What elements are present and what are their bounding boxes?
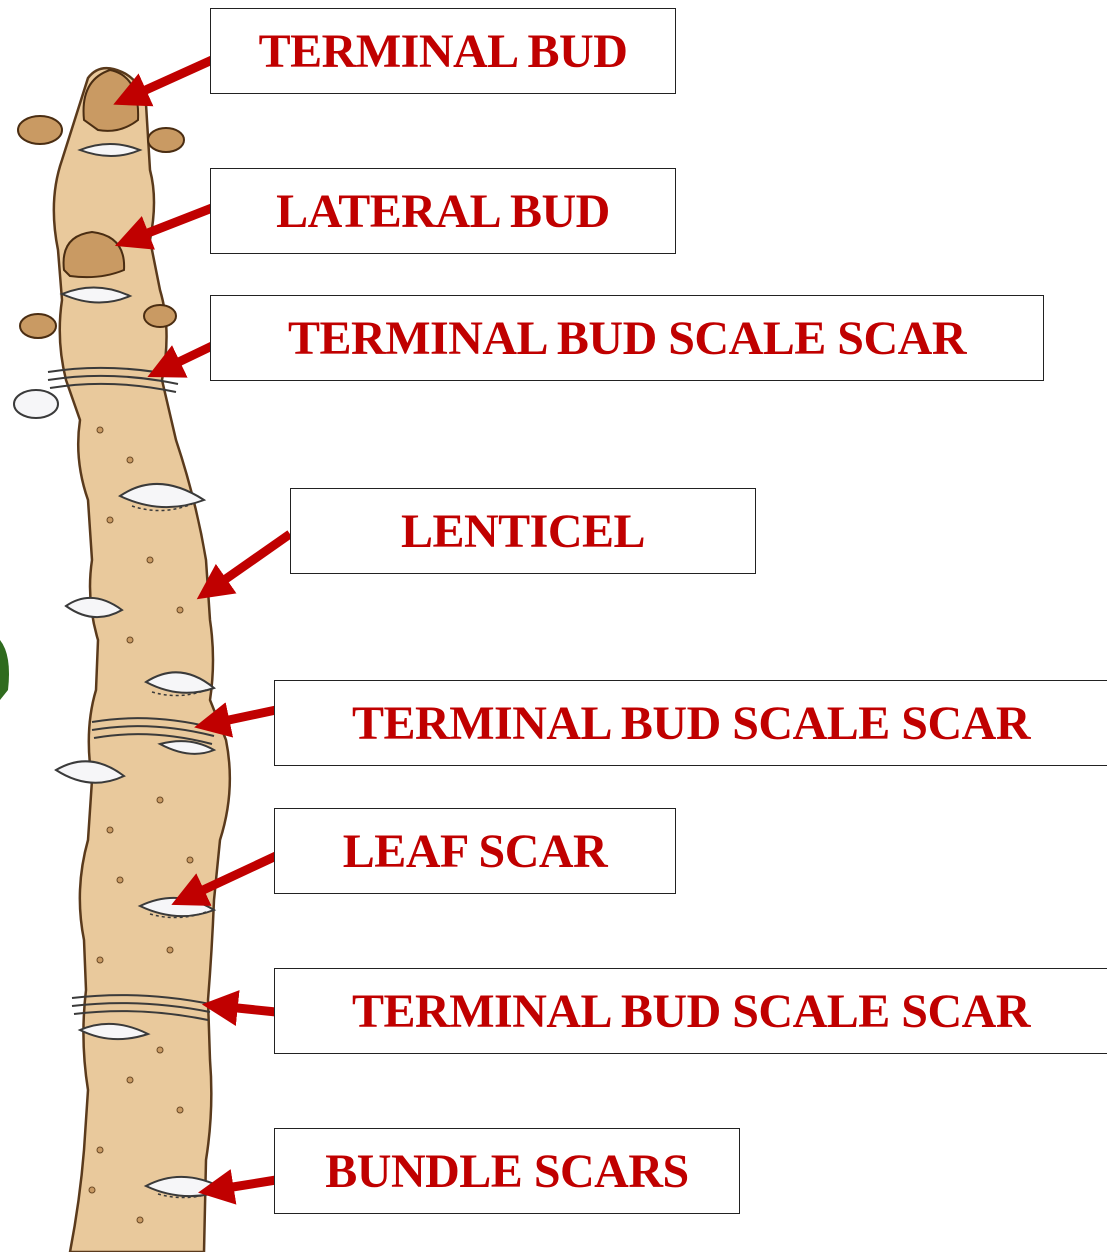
label-terminal-bud-scale-scar-3: TERMINAL BUD SCALE SCAR [274, 968, 1107, 1054]
arrow-terminal-bud-scale-scar-3 [218, 1006, 276, 1012]
label-terminal-bud-scale-scar-1: TERMINAL BUD SCALE SCAR [210, 295, 1044, 381]
arrow-terminal-bud [128, 60, 212, 98]
label-bundle-scars: BUNDLE SCARS [274, 1128, 740, 1214]
label-terminal-bud: TERMINAL BUD [210, 8, 676, 94]
label-lateral-bud: LATERAL BUD [210, 168, 676, 254]
arrow-terminal-bud-scale-scar-2 [210, 710, 276, 724]
label-terminal-bud-scale-scar-2: TERMINAL BUD SCALE SCAR [274, 680, 1107, 766]
label-lenticel: LENTICEL [290, 488, 756, 574]
arrow-lateral-bud [130, 208, 212, 240]
arrow-terminal-bud-scale-scar-1 [162, 346, 212, 370]
arrow-bundle-scars [214, 1180, 276, 1190]
label-leaf-scar: LEAF SCAR [274, 808, 676, 894]
arrow-lenticel [210, 534, 290, 590]
arrow-leaf-scar [186, 856, 276, 898]
